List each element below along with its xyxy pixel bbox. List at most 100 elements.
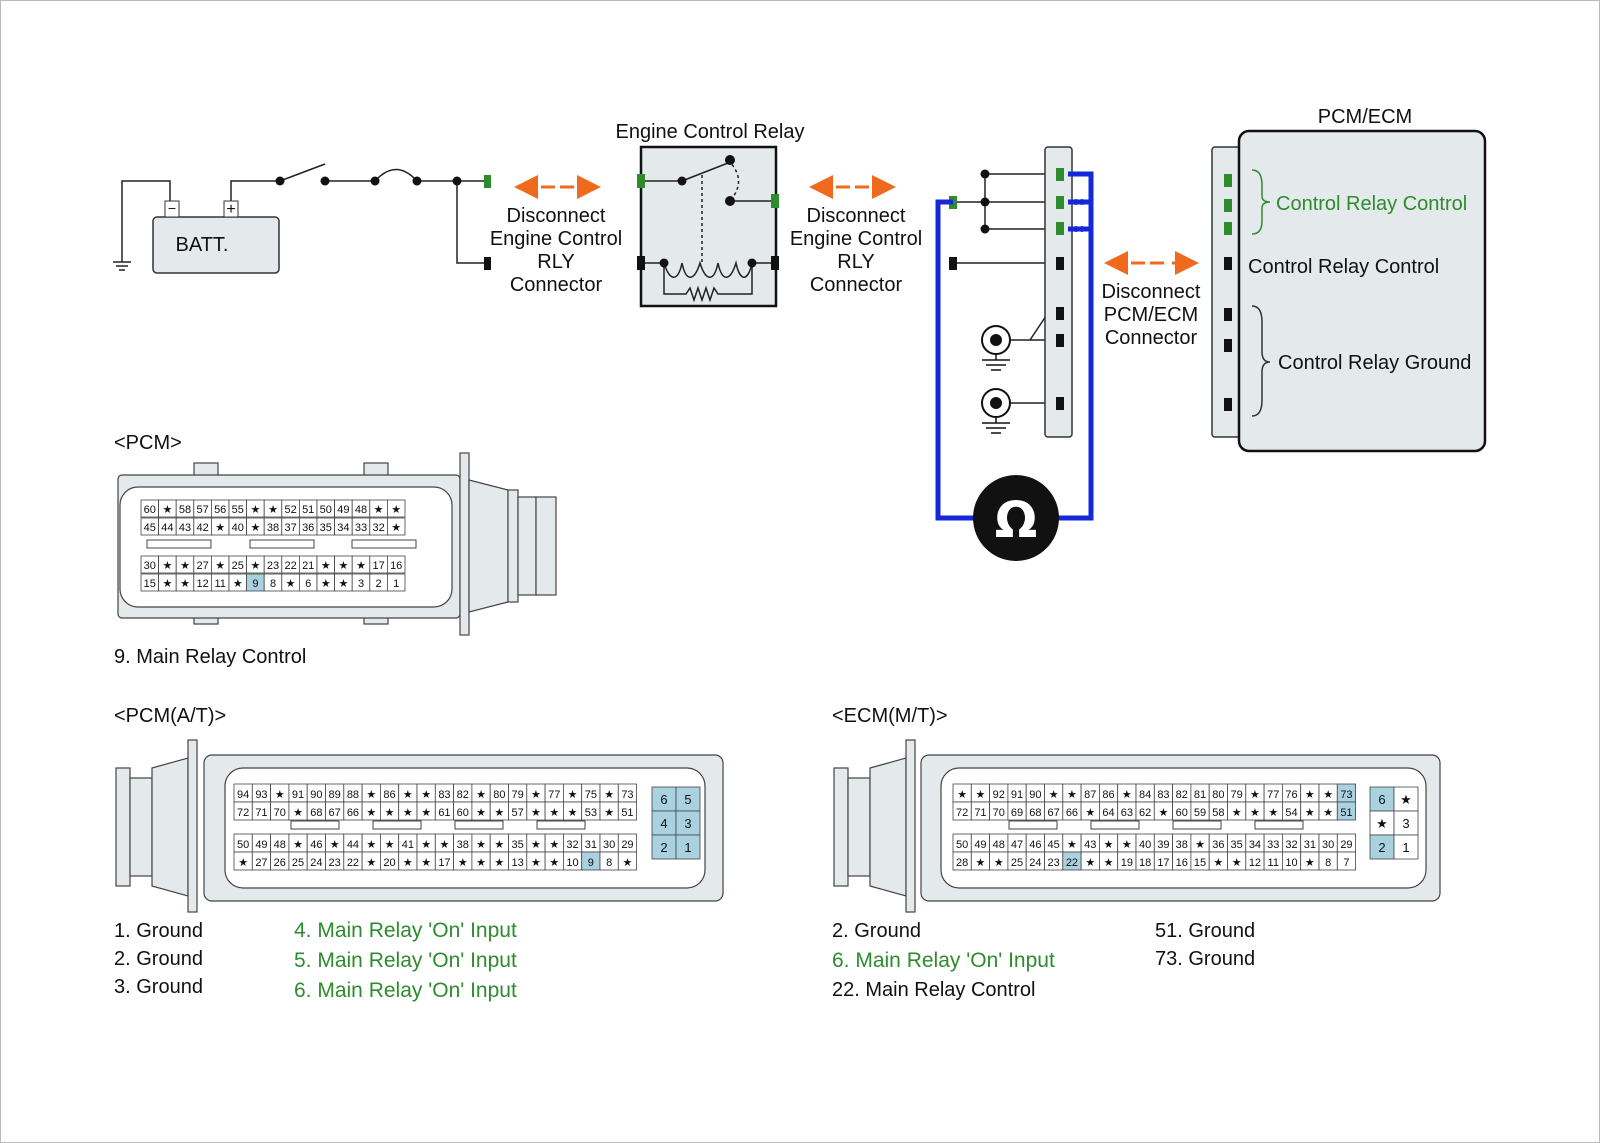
svg-text:RLY: RLY <box>837 251 874 273</box>
pin-label: 64 <box>1102 807 1114 819</box>
pin-label: ★ <box>1232 807 1242 819</box>
pin-label: ★ <box>391 522 401 534</box>
pin-label: ★ <box>293 807 303 819</box>
pin-label: 25 <box>232 560 244 572</box>
pin-label: 48 <box>993 839 1005 851</box>
battery-circuit <box>113 163 485 271</box>
pin-label: 12 <box>196 578 208 590</box>
pin-label: 36 <box>302 522 314 534</box>
pin-label: ★ <box>549 807 559 819</box>
pin-label: ★ <box>1323 789 1333 801</box>
pin-label: ★ <box>1122 839 1132 851</box>
pin-label: 15 <box>1194 857 1206 869</box>
pin-cell <box>675 810 701 836</box>
pin-black <box>484 257 491 270</box>
pin-cell <box>617 801 637 821</box>
svg-text:22. Main Relay Control: 22. Main Relay Control <box>832 979 1035 1001</box>
pin-label: ★ <box>494 807 504 819</box>
pin-label: 17 <box>438 857 450 869</box>
pin-label: ★ <box>250 560 260 572</box>
pin-label: 8 <box>1325 857 1331 869</box>
pin-label: 40 <box>1139 839 1151 851</box>
pin-label: 32 <box>1285 839 1297 851</box>
pcm-at-captions-right: 4. Main Relay 'On' Input 5. Main Relay '… <box>294 919 517 1002</box>
pin-label: 30 <box>144 560 156 572</box>
pin-label: ★ <box>403 857 413 869</box>
pin-label: ★ <box>531 839 541 851</box>
pin-label: 30 <box>603 839 615 851</box>
svg-text:6. Main Relay 'On' Input: 6. Main Relay 'On' Input <box>832 949 1055 972</box>
control-relay-control-label: Control Relay Control <box>1248 256 1439 278</box>
pin-label: 6 <box>660 792 667 807</box>
ground-symbol-2 <box>981 388 1011 434</box>
ecm-mt-captions-right: 51. Ground 73. Ground <box>1155 920 1255 970</box>
pin-cell <box>386 499 406 518</box>
pin-label: 1 <box>393 578 399 590</box>
pin-label: ★ <box>366 857 376 869</box>
pin-label: ★ <box>250 522 260 534</box>
pin-label: 55 <box>232 504 244 516</box>
pin-label: ★ <box>549 857 559 869</box>
pin-label: ★ <box>440 839 450 851</box>
pin-label: ★ <box>1323 807 1333 819</box>
pin-label: 27 <box>255 857 267 869</box>
pin-label: ★ <box>1067 789 1077 801</box>
pin-label: ★ <box>330 839 340 851</box>
pin-label: ★ <box>1159 807 1169 819</box>
pin-label: 94 <box>237 789 249 801</box>
pin-label: ★ <box>476 839 486 851</box>
ohm-icon: Ω <box>995 491 1038 549</box>
pin-label: 33 <box>1267 839 1279 851</box>
pin-label: 18 <box>1139 857 1151 869</box>
pin-label: 91 <box>1011 789 1023 801</box>
pin-label: 61 <box>438 807 450 819</box>
pin-label: 70 <box>993 807 1005 819</box>
pin-label: ★ <box>366 839 376 851</box>
pin-label: 31 <box>1304 839 1316 851</box>
pin-label: ★ <box>604 789 614 801</box>
pin-label: ★ <box>162 578 172 590</box>
pin-label: 13 <box>512 857 524 869</box>
pin-cell <box>386 573 406 592</box>
pin-label: 57 <box>196 504 208 516</box>
pin-label: 93 <box>255 789 267 801</box>
pin-label: ★ <box>366 807 376 819</box>
pin-label: 23 <box>1048 857 1060 869</box>
pin-label: 73 <box>1340 789 1352 801</box>
pin-label: ★ <box>338 560 348 572</box>
pin-label: ★ <box>1305 789 1315 801</box>
pin-label: 86 <box>1102 789 1114 801</box>
pin-label: ★ <box>994 857 1004 869</box>
pin-label: 36 <box>1212 839 1224 851</box>
pin-label: ★ <box>494 857 504 869</box>
svg-text:Connector: Connector <box>510 274 603 296</box>
pin-label: ★ <box>180 578 190 590</box>
svg-text:51. Ground: 51. Ground <box>1155 920 1255 942</box>
pin-label: ★ <box>1305 807 1315 819</box>
control-relay-control-green-label: Control Relay Control <box>1276 193 1467 215</box>
pin-label: ★ <box>1232 857 1242 869</box>
pin-label: 42 <box>196 522 208 534</box>
pin-label: ★ <box>604 807 614 819</box>
pin-cell <box>1393 810 1419 836</box>
pin-label: 23 <box>267 560 279 572</box>
svg-text:Disconnect: Disconnect <box>807 205 906 227</box>
pcm-ecm-title: PCM/ECM <box>1318 106 1412 128</box>
ground-symbol-1 <box>981 325 1011 371</box>
pin-label: 35 <box>512 839 524 851</box>
svg-text:PCM/ECM: PCM/ECM <box>1104 304 1198 326</box>
disconnect-label-left: Disconnect Engine Control RLY Connector <box>490 205 622 296</box>
pin-label: 76 <box>1285 789 1297 801</box>
pin-label: ★ <box>275 789 285 801</box>
ecm-mt-title: <ECM(M/T)> <box>832 705 948 727</box>
pin-label: 79 <box>1231 789 1243 801</box>
pin-cell <box>1393 786 1419 812</box>
pin-label: ★ <box>568 789 578 801</box>
pin-label: 19 <box>1121 857 1133 869</box>
pin-label: 9 <box>252 578 258 590</box>
pin-cell <box>1369 834 1395 860</box>
ohmmeter: Ω <box>973 475 1059 561</box>
pin-label: ★ <box>1067 839 1077 851</box>
pin-label: 77 <box>548 789 560 801</box>
